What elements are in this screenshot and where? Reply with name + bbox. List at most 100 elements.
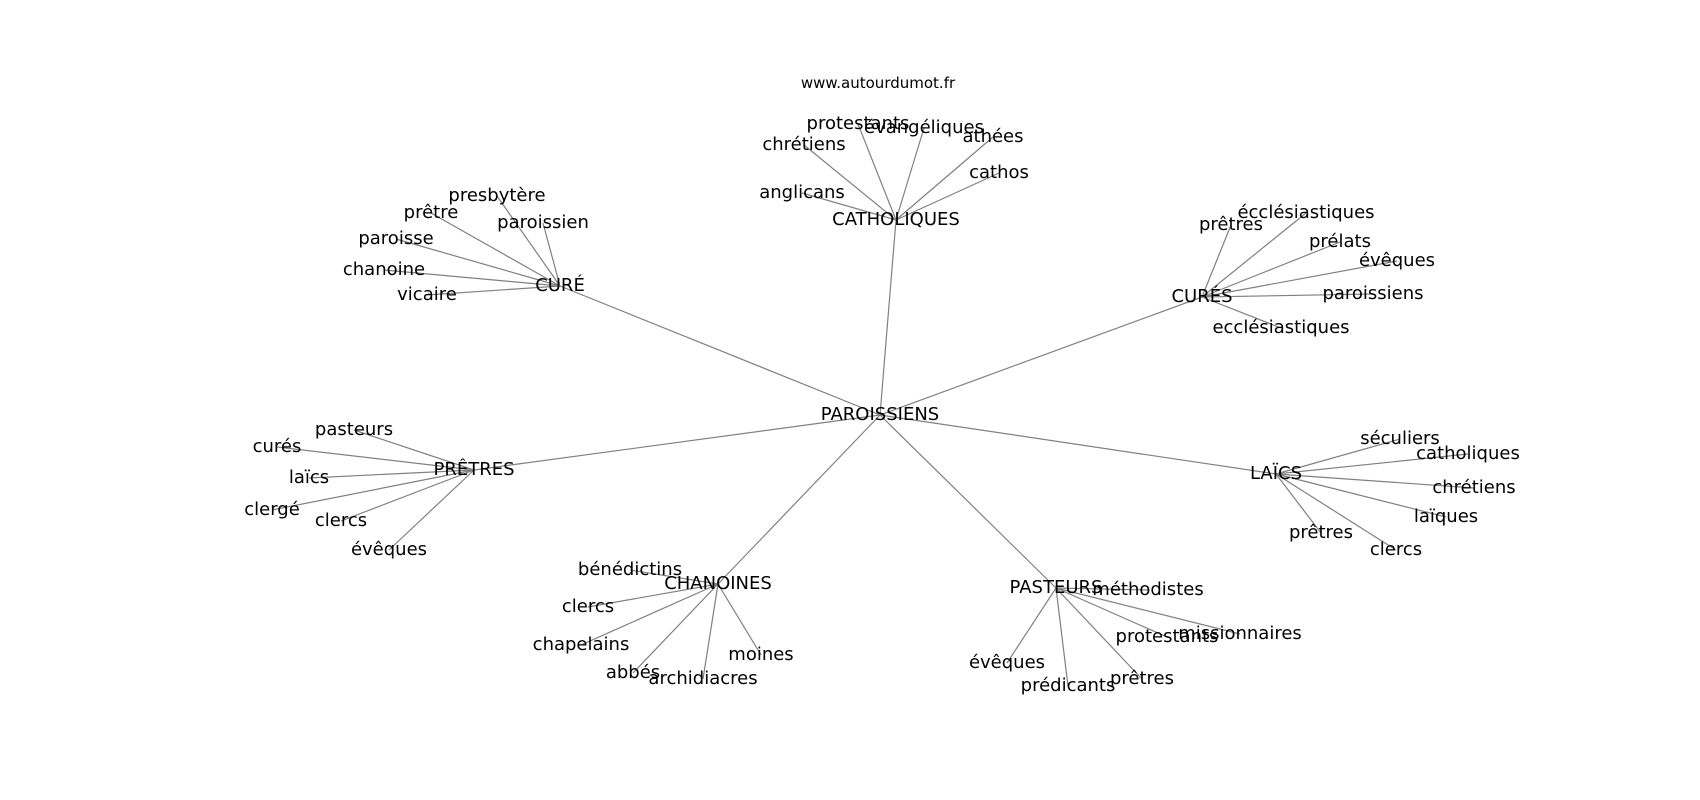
leaf-word-pasteurs-0[interactable]: méthodistes [1092,579,1203,600]
edge-root-catholiques [879,219,897,416]
leaf-word-laics-2[interactable]: chrétiens [1432,477,1515,498]
leaf-word-cures-5[interactable]: ecclésiastiques [1212,317,1349,338]
edge-cures-5 [1201,296,1282,329]
edge-catholiques-5 [801,192,897,221]
leaf-word-catholiques-1[interactable]: évangéliques [864,117,984,138]
edge-cures-4 [1201,293,1374,298]
leaf-word-pasteurs-1[interactable]: missionnaires [1178,623,1302,644]
hub-word-cure[interactable]: CURÉ [535,274,585,296]
edge-pasteurs-4 [1055,587,1069,687]
edge-cure-0 [496,195,561,287]
edge-chanoines-5 [717,583,762,656]
leaf-word-catholiques-3[interactable]: athées [962,126,1023,147]
edge-pretres-5 [388,469,475,551]
edge-chanoines-1 [587,583,719,608]
hub-word-cures[interactable]: CURÉS [1171,285,1232,307]
edge-chanoines-0 [629,569,719,585]
edge-pasteurs-1 [1055,587,1241,635]
edge-root-pasteurs [879,414,1057,589]
leaf-word-pasteurs-4[interactable]: prédicants [1021,675,1116,696]
leaf-word-pretres-2[interactable]: laïcs [289,467,329,488]
leaf-word-cures-4[interactable]: paroissiens [1322,283,1423,304]
leaf-word-cures-3[interactable]: évêques [1359,250,1435,271]
leaf-word-pasteurs-5[interactable]: prêtres [1110,668,1174,689]
hub-word-laics[interactable]: LAÏCS [1250,463,1302,484]
leaf-word-pretres-5[interactable]: évêques [351,539,427,560]
watermark: www.autourdumot.fr [801,74,956,92]
leaf-word-chanoines-4[interactable]: archidiacres [648,668,757,689]
edge-root-laics [879,414,1277,475]
edge-catholiques-3 [895,136,994,221]
leaf-word-cure-3[interactable]: paroisse [358,228,433,249]
edge-root-chanoines [717,414,881,585]
edge-root-pretres [473,414,881,471]
edge-cure-5 [426,285,561,296]
edge-pretres-0 [353,429,475,471]
leaf-word-pretres-1[interactable]: curés [253,436,302,457]
edge-laics-0 [1275,438,1401,475]
edge-laics-3 [1275,473,1447,518]
root-word[interactable]: PAROISSIENS [821,404,939,425]
edge-cures-1 [1201,212,1307,298]
edge-cure-3 [395,238,561,287]
edge-root-cure [559,285,881,416]
edge-cure-1 [430,212,561,287]
edge-cure-4 [383,269,561,287]
edge-pretres-2 [308,469,475,479]
edge-chanoines-4 [702,583,719,680]
edge-catholiques-0 [857,123,897,221]
leaf-word-chanoines-5[interactable]: moines [728,644,793,665]
edge-cures-3 [1201,260,1398,298]
edge-cures-0 [1201,224,1232,298]
leaf-word-laics-4[interactable]: prêtres [1289,522,1353,543]
leaf-word-cures-2[interactable]: prélats [1309,231,1371,252]
edge-laics-1 [1275,453,1469,475]
edge-cures-2 [1201,241,1341,298]
edge-catholiques-2 [803,144,897,221]
leaf-word-cures-1[interactable]: écclésiastiques [1237,202,1374,223]
edge-pretres-3 [271,469,475,511]
edge-chanoines-2 [580,583,719,646]
edge-catholiques-4 [895,172,1000,221]
edge-pasteurs-3 [1006,587,1057,664]
leaf-word-catholiques-0[interactable]: protestants [807,113,910,134]
leaf-word-cure-1[interactable]: prêtre [404,202,459,223]
edge-pasteurs-2 [1055,587,1168,638]
edge-root-cures [879,296,1203,416]
leaf-word-cure-2[interactable]: paroissien [497,212,589,233]
leaf-word-pretres-4[interactable]: clercs [315,510,367,531]
leaf-word-cure-5[interactable]: vicaire [397,284,457,305]
edge-laics-2 [1275,473,1475,489]
leaf-word-cures-0[interactable]: prêtres [1199,214,1263,235]
leaf-word-pretres-3[interactable]: clergé [244,499,300,520]
edge-pasteurs-0 [1055,587,1149,591]
leaf-word-cure-4[interactable]: chanoine [343,259,425,280]
leaf-word-laics-5[interactable]: clercs [1370,539,1422,560]
edge-laics-5 [1275,473,1397,551]
leaf-word-catholiques-5[interactable]: anglicans [759,182,845,203]
leaf-word-laics-0[interactable]: séculiers [1360,428,1440,449]
edge-pasteurs-5 [1055,587,1143,680]
leaf-word-pasteurs-3[interactable]: évêques [969,652,1045,673]
leaf-word-chanoines-2[interactable]: chapelains [533,634,630,655]
leaf-word-pasteurs-2[interactable]: protestants [1116,626,1219,647]
leaf-word-laics-1[interactable]: catholiques [1416,443,1520,464]
edge-laics-4 [1275,473,1322,534]
hub-word-pasteurs[interactable]: PASTEURS [1010,577,1103,598]
leaf-word-chanoines-0[interactable]: bénédictins [578,559,682,580]
edge-layer [271,123,1475,687]
leaf-word-catholiques-2[interactable]: chrétiens [762,134,845,155]
edge-pretres-4 [340,469,475,522]
hub-word-catholiques[interactable]: CATHOLIQUES [832,209,960,230]
leaf-word-pretres-0[interactable]: pasteurs [315,419,393,440]
edge-cure-2 [542,222,561,287]
hub-word-chanoines[interactable]: CHANOINES [664,573,772,594]
leaf-word-laics-3[interactable]: laïques [1414,506,1478,527]
leaf-word-cure-0[interactable]: presbytère [448,185,545,206]
leaf-word-catholiques-4[interactable]: cathos [969,162,1029,183]
edge-catholiques-1 [895,127,925,221]
leaf-word-chanoines-3[interactable]: abbés [606,662,660,683]
hub-word-pretres[interactable]: PRÊTRES [433,458,514,480]
leaf-word-chanoines-1[interactable]: clercs [562,596,614,617]
